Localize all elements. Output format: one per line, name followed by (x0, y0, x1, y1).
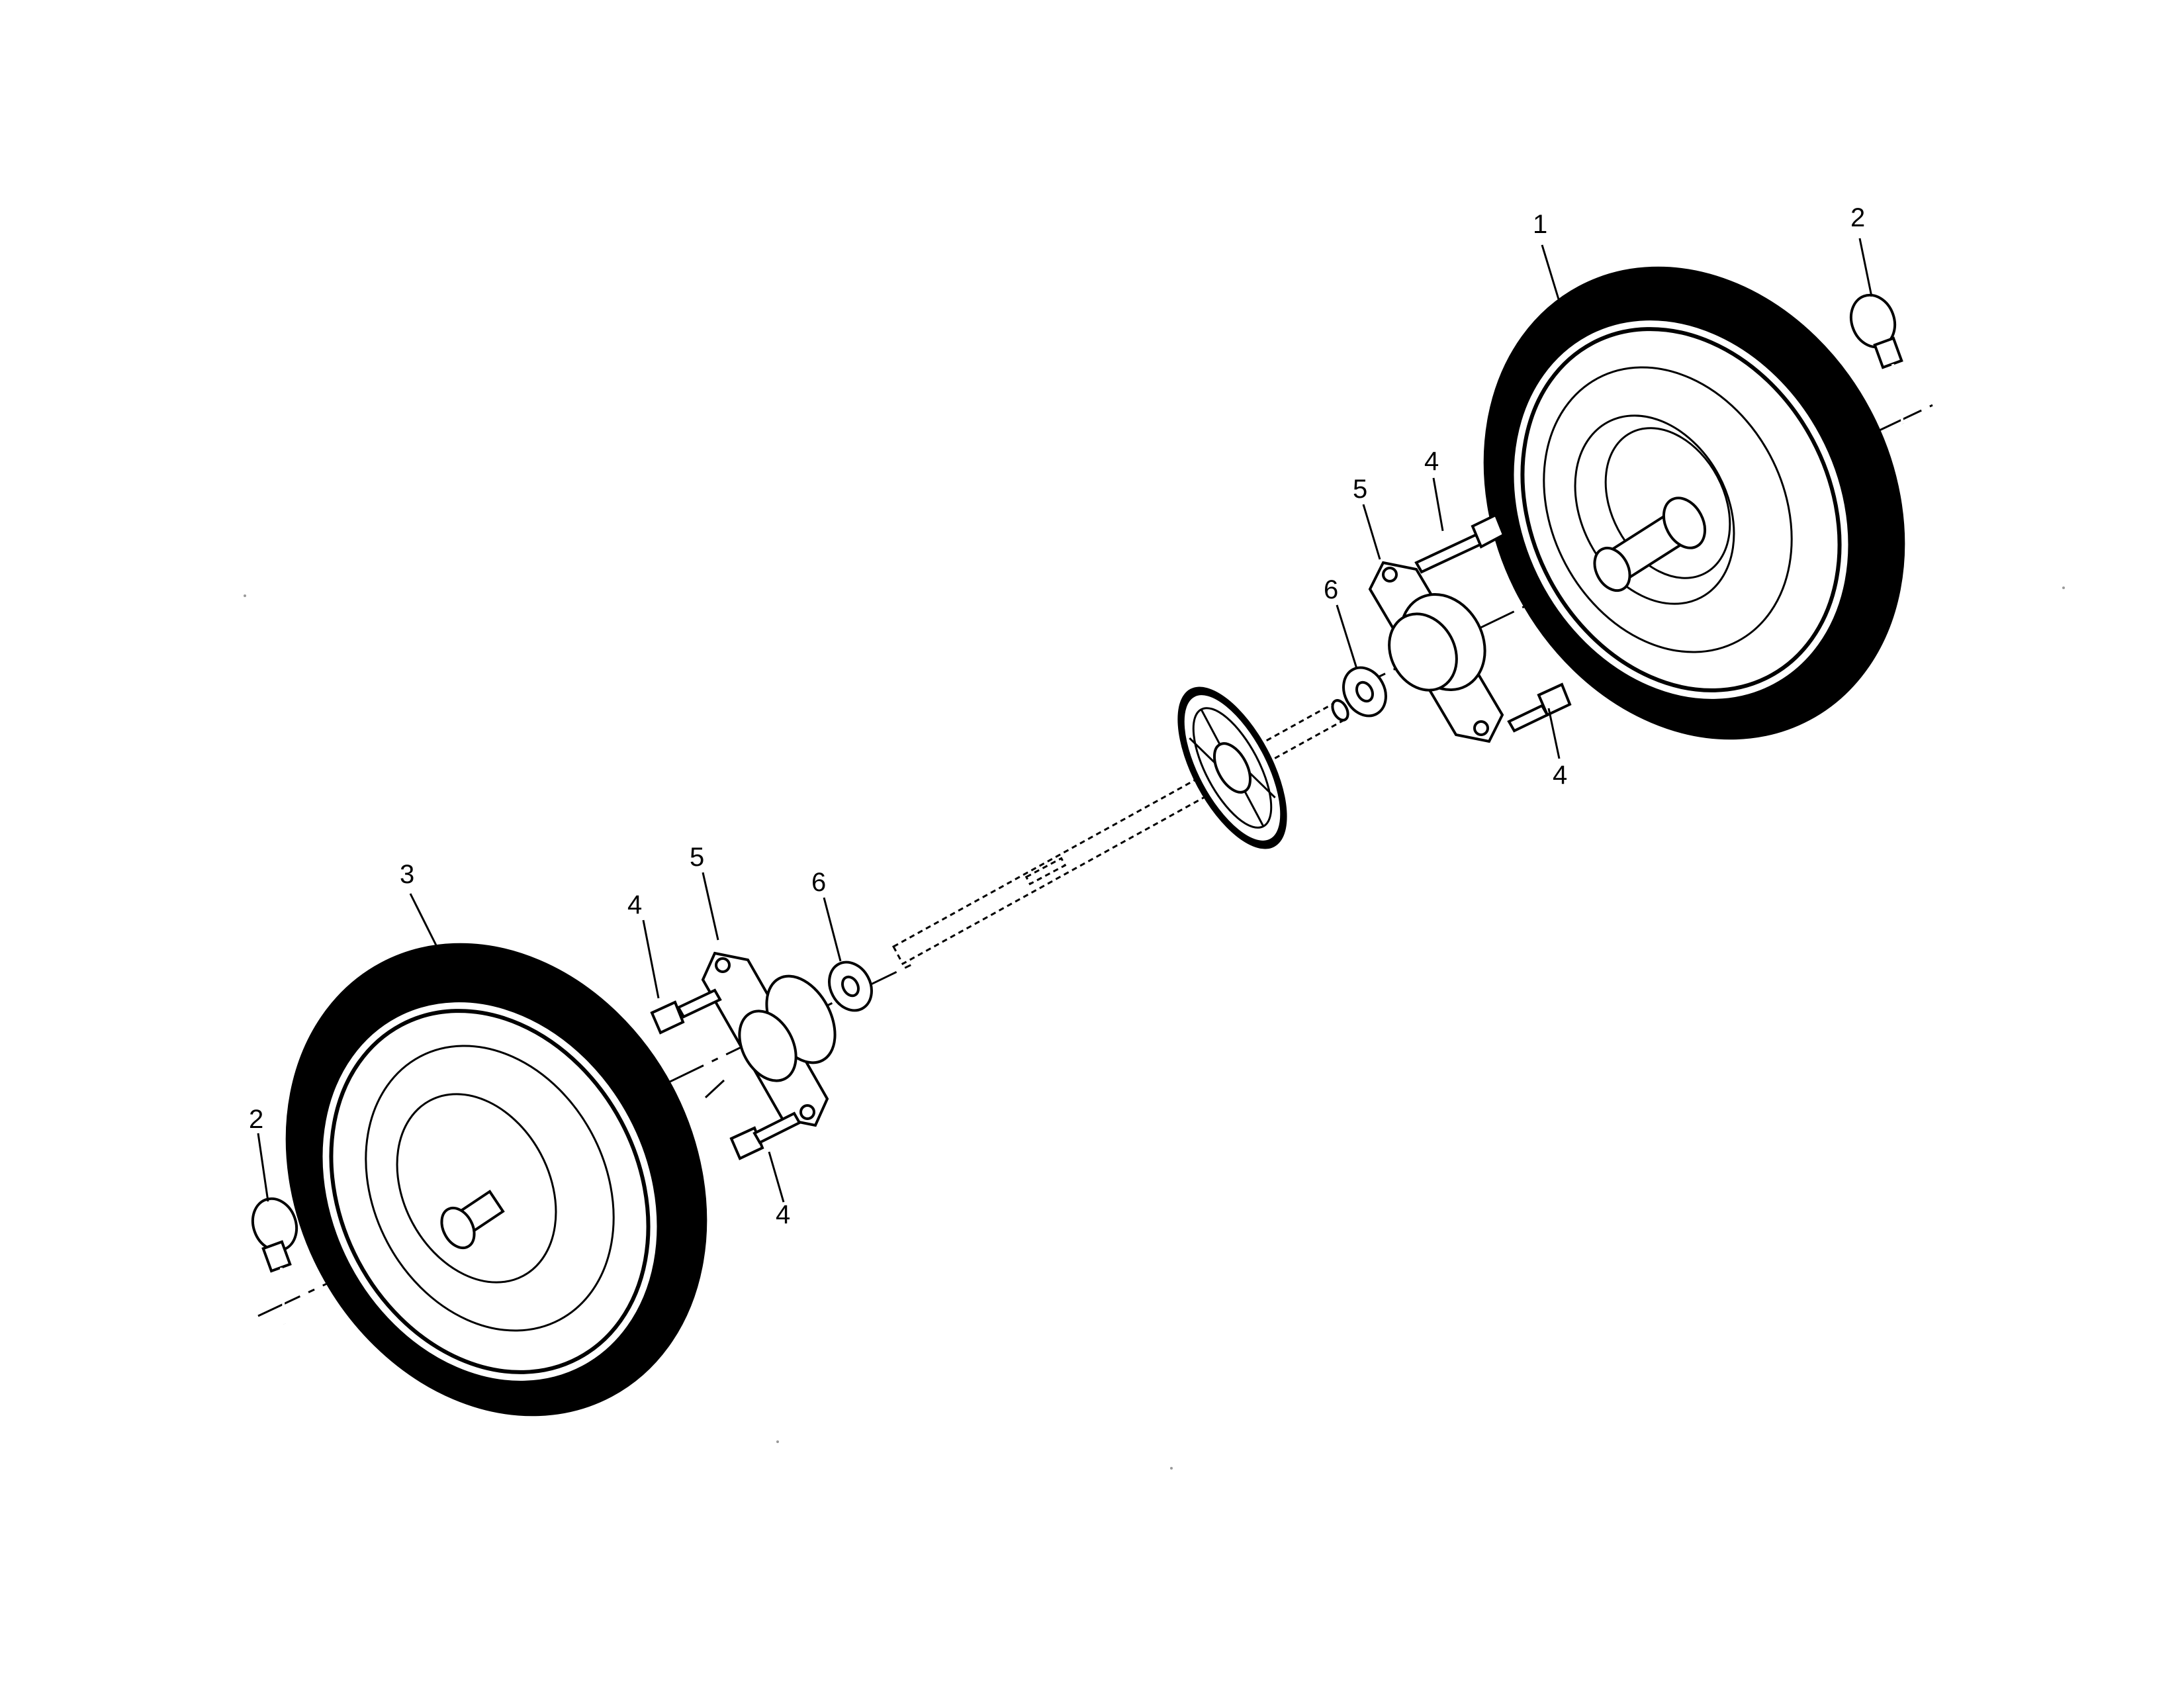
bolt-lower-left (729, 1111, 801, 1160)
speck (1170, 1467, 1173, 1470)
speck (776, 1440, 779, 1443)
left-wheel-assembly (285, 943, 707, 1417)
leader-lines (257, 238, 1873, 1203)
callout-4-lower-right: 4 (1553, 761, 1567, 790)
callout-3: 3 (400, 860, 414, 889)
callout-2-right: 2 (1850, 203, 1865, 232)
callout-6-left: 6 (811, 868, 826, 897)
callout-4-lower-left: 4 (776, 1200, 790, 1229)
callout-2-left: 2 (249, 1105, 263, 1134)
callout-6-right: 6 (1324, 575, 1338, 604)
hairpin-clip-right (1849, 293, 1904, 424)
bolt-upper-right (1414, 513, 1506, 574)
callout-4-upper-right: 4 (1424, 447, 1439, 476)
right-washer (1342, 666, 1387, 718)
right-flange-bearing (1368, 561, 1504, 743)
hairpin-clip-left (251, 1197, 298, 1325)
callout-5-left: 5 (690, 843, 704, 872)
callout-1: 1 (1533, 210, 1547, 239)
speck (2062, 586, 2065, 589)
callout-5-right: 5 (1353, 475, 1367, 504)
left-flange-bearing (701, 951, 837, 1127)
callout-4-upper-left: 4 (627, 890, 642, 919)
left-washer (828, 961, 873, 1012)
callout-labels: 1 2 2 3 4 4 4 4 5 5 6 6 (249, 203, 1865, 1229)
drive-gear (1177, 686, 1287, 849)
bolt-upper-left (650, 988, 722, 1035)
speck (244, 594, 246, 597)
right-wheel-assembly (1483, 266, 1905, 740)
bolt-lower-right (1507, 682, 1572, 733)
